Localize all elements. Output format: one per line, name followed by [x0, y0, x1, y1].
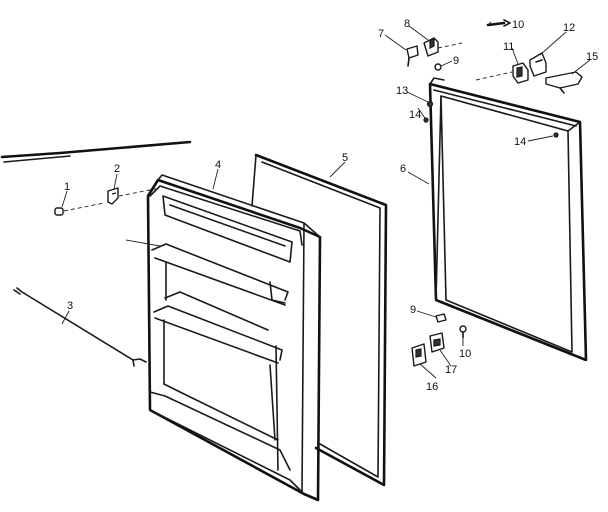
part-10-screw-bottom: [459, 325, 467, 339]
callout-labels: 1 2 3 4 5 6 7 8 9 9 10 10 11 12 13 14 14…: [64, 18, 598, 393]
part-8-hinge-bracket: [423, 37, 463, 57]
callout-9-bottom: 9: [410, 304, 416, 316]
callout-10-top: 10: [512, 19, 524, 31]
part-15-trim-cap: [545, 71, 583, 94]
callout-17: 17: [445, 364, 457, 376]
part-10-screw-top: [486, 19, 511, 27]
callout-4: 4: [215, 159, 221, 171]
callout-9-top: 9: [453, 55, 459, 67]
callout-8: 8: [404, 18, 410, 30]
callout-5: 5: [342, 152, 348, 164]
part-12-hinge-cover: [529, 52, 547, 77]
part-11-hinge-block: [475, 62, 529, 84]
part-6-gasket-frame: [428, 77, 588, 362]
part-9-washer-bottom: [435, 313, 447, 323]
callout-13: 13: [396, 85, 408, 97]
callout-15: 15: [586, 51, 598, 63]
part-4-door-liner: [146, 174, 322, 502]
callout-3: 3: [67, 300, 73, 312]
part-14-fastener-right: [553, 132, 559, 138]
leader-lines: [61, 21, 591, 379]
part-1-screw: [54, 202, 105, 216]
callout-16: 16: [426, 381, 438, 393]
part-16-hinge-plate: [411, 343, 427, 367]
part-7-hinge-pin: [406, 45, 419, 67]
callout-2: 2: [114, 163, 120, 175]
callout-14-left: 14: [409, 109, 421, 121]
callout-10-bottom: 10: [459, 348, 471, 360]
callout-14-right: 14: [514, 136, 526, 148]
part-9-washer-top: [434, 63, 442, 71]
callout-11: 11: [503, 41, 514, 53]
part-17-hinge-pin: [429, 332, 445, 353]
callout-12: 12: [563, 22, 575, 34]
callout-1: 1: [64, 181, 70, 193]
part-2-bracket: [107, 187, 161, 205]
part-14-fastener-left: [423, 117, 429, 123]
background-stray-line: [0, 140, 192, 163]
callout-7: 7: [378, 28, 384, 40]
part-5-panel: [251, 153, 388, 487]
callout-6: 6: [400, 163, 406, 175]
part-3-rod: [13, 287, 147, 367]
part-13-fastener: [426, 100, 434, 108]
